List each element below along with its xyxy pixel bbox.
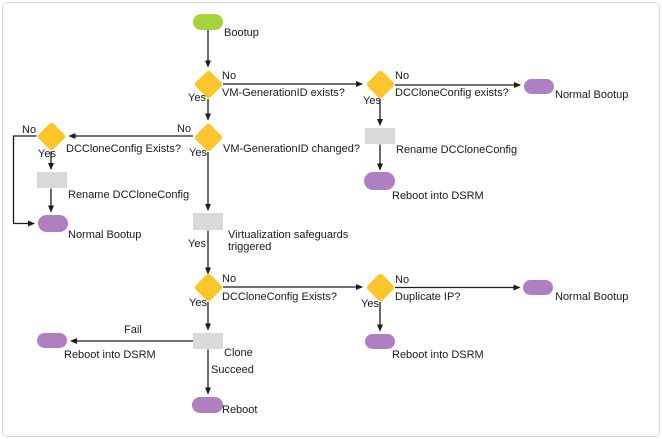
terminal-reboot-dsrm-right <box>364 171 395 190</box>
label-clone: Clone <box>224 347 253 359</box>
edge-label-no-vmgen-exists: No <box>222 70 237 82</box>
edge-label-yes-dccc-left: Yes <box>38 148 56 160</box>
terminal-normal-bootup-top <box>524 78 554 94</box>
edge-label-no-duplicate-ip: No <box>395 274 410 286</box>
label-duplicate-ip: Duplicate IP? <box>395 291 461 303</box>
edge-label-yes-duplicate-ip: Yes <box>361 298 379 310</box>
label-vm-generationid-changed: VM-GenerationID changed? <box>223 143 360 155</box>
edge-label-yes-vmgen-exists: Yes <box>188 92 206 104</box>
process-rename-dccloneconfig-right <box>365 128 395 144</box>
label-reboot-dsrm-bottom-right: Reboot into DSRM <box>392 349 484 361</box>
label-reboot: Reboot <box>222 404 258 416</box>
edge-label-succeed-clone: Succeed <box>211 364 254 376</box>
label-normal-bootup-bottom: Normal Bootup <box>555 291 629 303</box>
edge-label-yes-dccc-mid: Yes <box>189 297 207 309</box>
edge-label-yes-dccc-top: Yes <box>363 95 381 107</box>
label-virtualization-safeguards: Virtualization safeguards triggered <box>228 229 349 253</box>
label-dccloneconfig-exists-left: DCCloneConfig Exists? <box>66 143 181 155</box>
label-vm-generationid-exists: VM-GenerationID exists? <box>222 87 345 99</box>
terminal-normal-bootup-left <box>38 215 68 232</box>
edge-label-no-vmgen-changed: No <box>177 123 192 135</box>
edge-label-no-dccc-mid: No <box>222 273 237 285</box>
label-dccloneconfig-exists-mid: DCCloneConfig Exists? <box>222 291 337 303</box>
process-virtualization-safeguards <box>193 213 223 230</box>
label-reboot-dsrm-bottom-left: Reboot into DSRM <box>64 349 156 361</box>
label-rename-dccloneconfig-right: Rename DCCloneConfig <box>396 144 518 156</box>
edge-label-no-dccc-top: No <box>395 70 410 82</box>
edge-label-yes-vmgen-changed: Yes <box>189 147 207 159</box>
terminal-reboot-dsrm-bottom-left <box>37 333 67 348</box>
process-clone <box>193 333 223 349</box>
edge-label-yes-virt: Yes <box>188 238 206 250</box>
label-rename-dccloneconfig-left: Rename DCCloneConfig <box>68 189 190 201</box>
label-reboot-dsrm-right: Reboot into DSRM <box>392 190 484 202</box>
terminal-reboot-dsrm-bottom-right <box>365 333 395 349</box>
terminal-reboot <box>192 397 223 413</box>
label-normal-bootup-left: Normal Bootup <box>68 229 142 241</box>
label-normal-bootup-top: Normal Bootup <box>555 89 629 101</box>
process-rename-dccloneconfig-left <box>37 172 67 188</box>
label-bootup: Bootup <box>224 27 259 39</box>
start-node-bootup <box>193 14 223 30</box>
label-dccloneconfig-exists-top: DCCloneConfig exists? <box>395 87 509 99</box>
edge-label-no-dccc-left: No <box>22 124 37 136</box>
edge-label-fail-clone: Fail <box>124 324 142 336</box>
edge-dccc-left-no-loop <box>12 135 37 227</box>
terminal-normal-bootup-bottom <box>523 280 553 295</box>
